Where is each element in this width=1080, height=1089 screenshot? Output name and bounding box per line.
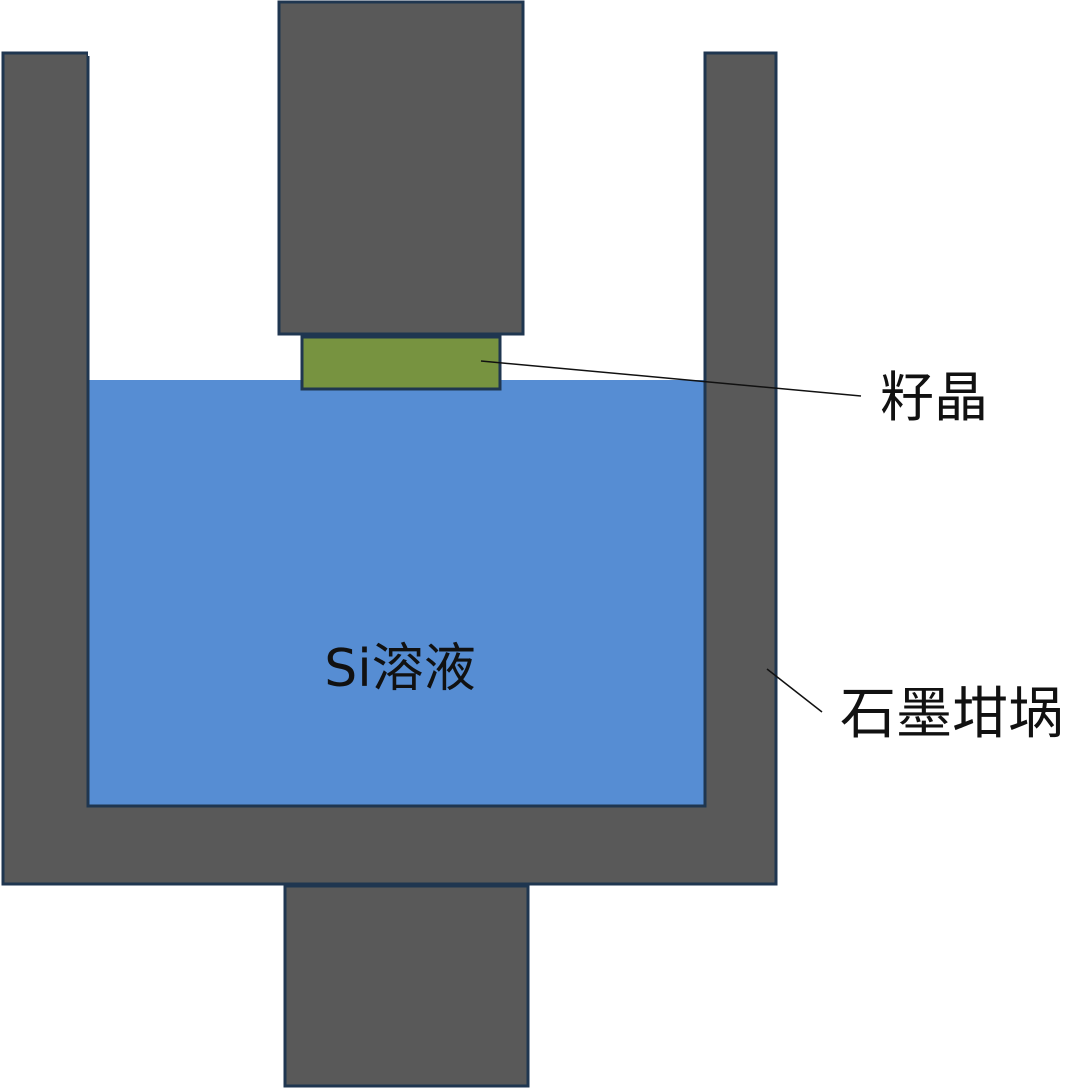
si-solution-melt [88, 380, 705, 806]
crucible-leader-line [766, 668, 823, 713]
graphite-crucible [1, 51, 778, 886]
graphite-crucible-label: 石墨坩埚 [840, 682, 1064, 747]
si-solution-label: Si溶液 [324, 639, 475, 699]
seed-holder-shaft [277, 0, 525, 336]
seed-crystal [300, 335, 502, 391]
bottom-support-shaft [283, 884, 530, 1088]
seed-crystal-leader-line [480, 360, 862, 397]
seed-crystal-label: 籽晶 [880, 366, 988, 429]
crucible-opening-left-mask [88, 50, 90, 56]
